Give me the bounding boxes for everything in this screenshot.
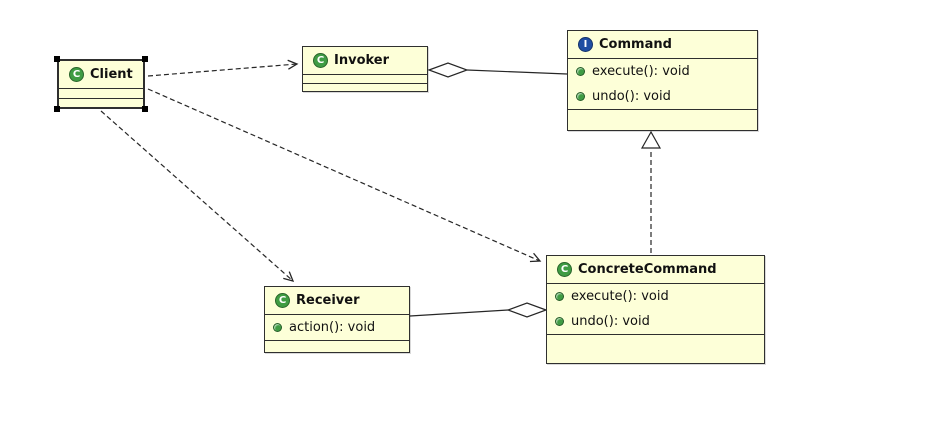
public-method-icon (576, 92, 585, 101)
class-icon: C (69, 67, 84, 82)
class-box-client[interactable]: C Client (54, 56, 148, 112)
fields-compartment-empty (303, 74, 427, 83)
public-method-icon (555, 292, 564, 301)
methods-compartment: execute(): void undo(): void (568, 58, 757, 110)
empty-compartment (568, 110, 757, 130)
method-label: execute(): void (571, 289, 669, 304)
interface-name-label: Command (599, 37, 672, 52)
aggregation-diamond-invoker[interactable] (427, 62, 469, 78)
dependency-client-receiver[interactable] (100, 110, 295, 282)
class-name-label: ConcreteCommand (578, 262, 717, 277)
realization-triangle-command[interactable] (640, 130, 662, 149)
method-label: execute(): void (592, 64, 690, 79)
class-box-receiver[interactable]: C Receiver action(): void (264, 286, 410, 353)
methods-compartment: action(): void (265, 314, 409, 341)
selection-handle-bottom-right[interactable] (142, 106, 148, 112)
method-label: undo(): void (571, 314, 650, 329)
method-row-action[interactable]: action(): void (265, 315, 409, 340)
selection-handle-top-right[interactable] (142, 56, 148, 62)
aggregation-invoker-command-line[interactable] (466, 69, 568, 75)
method-row-undo[interactable]: undo(): void (568, 84, 757, 109)
interface-title-command: I Command (568, 31, 757, 58)
selection-handle-bottom-left[interactable] (54, 106, 60, 112)
method-label: undo(): void (592, 89, 671, 104)
methods-compartment: execute(): void undo(): void (547, 283, 764, 335)
method-row-execute[interactable]: execute(): void (568, 59, 757, 84)
empty-compartment (547, 335, 764, 363)
class-title-invoker: C Invoker (303, 47, 427, 74)
selection-handle-top-left[interactable] (54, 56, 60, 62)
interface-box-command[interactable]: I Command execute(): void undo(): void (567, 30, 758, 131)
public-method-icon (576, 67, 585, 76)
class-name-label: Client (90, 67, 133, 82)
method-row-execute[interactable]: execute(): void (547, 284, 764, 309)
class-title-client: C Client (59, 61, 143, 88)
class-name-label: Receiver (296, 293, 360, 308)
class-box-concretecommand[interactable]: C ConcreteCommand execute(): void undo()… (546, 255, 765, 364)
aggregation-diamond-concretecommand[interactable] (506, 302, 548, 318)
class-name-label: Invoker (334, 53, 390, 68)
class-icon: C (275, 293, 290, 308)
public-method-icon (555, 317, 564, 326)
public-method-icon (273, 323, 282, 332)
class-title-receiver: C Receiver (265, 287, 409, 314)
aggregation-concretecommand-receiver-line[interactable] (409, 309, 509, 317)
class-icon: C (313, 53, 328, 68)
dependency-client-concretecommand[interactable] (147, 88, 542, 263)
dependency-client-invoker[interactable] (147, 59, 299, 77)
methods-compartment-empty (303, 82, 427, 92)
fields-compartment-empty (59, 88, 143, 98)
method-label: action(): void (289, 320, 376, 335)
class-box-invoker[interactable]: C Invoker (302, 46, 428, 92)
method-row-undo[interactable]: undo(): void (547, 309, 764, 334)
empty-compartment (265, 341, 409, 352)
interface-icon: I (578, 37, 593, 52)
methods-compartment-empty (59, 97, 143, 108)
class-icon: C (557, 262, 572, 277)
class-title-concretecommand: C ConcreteCommand (547, 256, 764, 283)
